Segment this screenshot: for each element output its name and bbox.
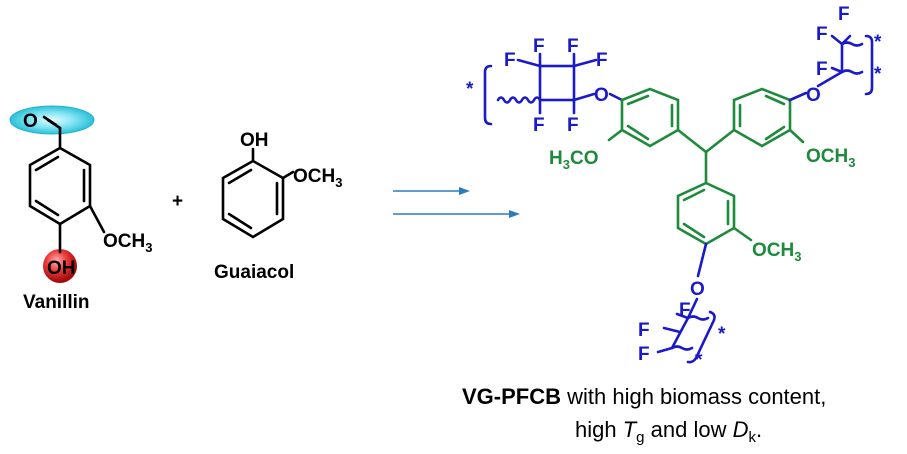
repeat-star: * — [695, 350, 703, 371]
plus-sign: + — [172, 191, 183, 212]
vanillin-methoxy: OCH3 — [103, 231, 152, 255]
guaiacol-methoxy: OCH3 — [293, 166, 342, 190]
vanillin-ring — [28, 146, 92, 226]
fluorine-atom: F — [533, 36, 545, 57]
repeat-star: * — [874, 64, 882, 85]
guaiacol-label: Guaiacol — [214, 262, 294, 283]
ether-oxygen: O — [690, 279, 705, 300]
vanillin-aldehyde-o: O — [23, 111, 38, 132]
repeat-star: * — [466, 79, 474, 100]
fluorine-atom: F — [504, 50, 516, 71]
fluorine-atom: F — [567, 36, 579, 57]
hydroxyl-highlight — [43, 249, 77, 283]
vanillin-hydroxyl: OH — [47, 258, 76, 279]
vg-pfcb-polymer: F F F F F F O * H3CO — [466, 4, 882, 371]
repeat-star: * — [718, 324, 726, 345]
methoxy-och3-right: OCH3 — [806, 146, 855, 170]
ether-oxygen: O — [594, 85, 609, 106]
polymer-caption: VG-PFCB with high biomass content, high … — [462, 384, 826, 446]
fluorine-atom: F — [838, 4, 850, 25]
fluorine-atom: F — [533, 115, 545, 136]
methoxy-h3co: H3CO — [549, 148, 598, 172]
caption-line-1: VG-PFCB with high biomass content, — [462, 384, 826, 409]
fluorine-atom: F — [567, 115, 579, 136]
fluorine-atom: F — [816, 59, 828, 80]
fluorine-atom: F — [596, 50, 608, 71]
methoxy-och3-bottom: OCH3 — [752, 240, 801, 264]
core-ring-right: OCH3 O F F F * * — [732, 4, 882, 170]
guaiacol-hydroxyl: OH — [240, 130, 269, 151]
reaction-arrows — [393, 187, 520, 218]
caption-line-2: high Tg and low Dk. — [575, 417, 762, 446]
fluorine-atom: F — [638, 320, 650, 341]
guaiacol-ring — [221, 159, 285, 239]
fluorine-atom: F — [816, 24, 828, 45]
vanillin-molecule: O OCH3 OH Vanillin — [9, 105, 152, 313]
fluorine-atom: F — [679, 300, 691, 321]
fluorine-atom: F — [638, 344, 650, 365]
core-ring-bottom: OCH3 O F F F * * — [638, 181, 801, 371]
vanillin-label: Vanillin — [23, 292, 90, 313]
guaiacol-molecule: OH OCH3 Guaiacol — [214, 130, 342, 283]
aldehyde-highlight — [9, 105, 95, 135]
ether-oxygen: O — [806, 85, 821, 106]
repeat-star: * — [874, 32, 882, 53]
pfcb-ring: F F F F F F O * — [466, 36, 609, 136]
